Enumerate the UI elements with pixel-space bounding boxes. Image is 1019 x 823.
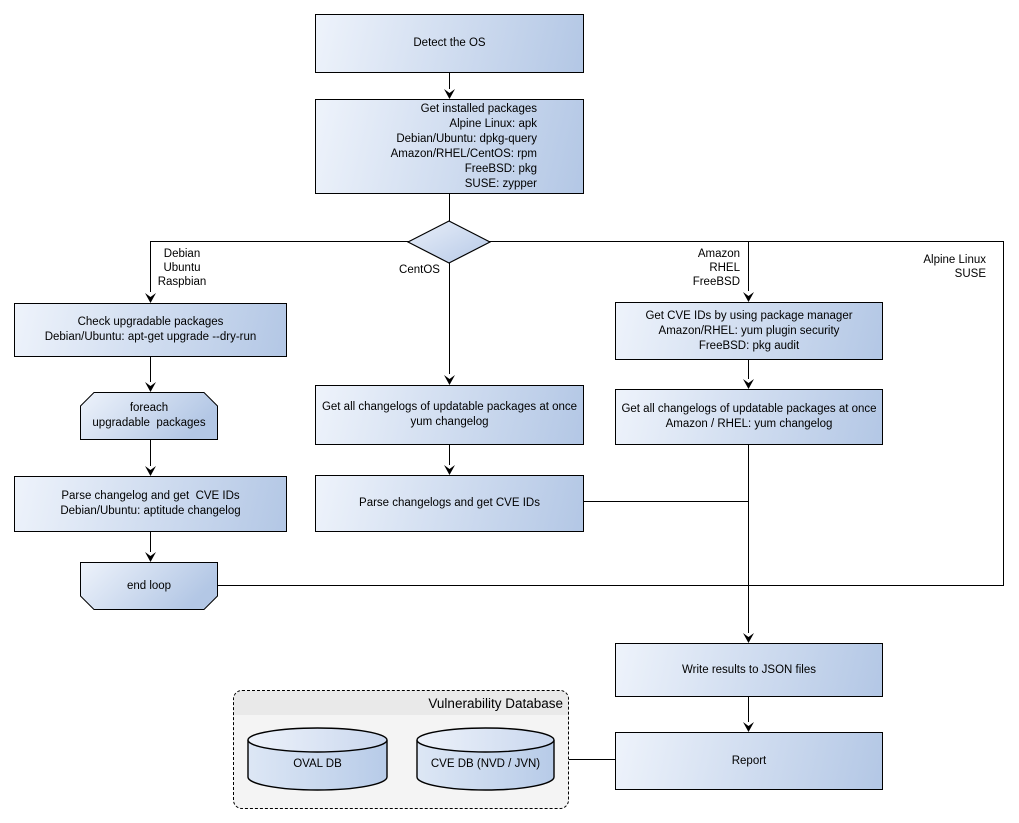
edge-cveids-to-changelogs <box>748 358 749 379</box>
edge-endloop-to-join <box>218 585 1004 586</box>
edge-parse-to-endloop <box>150 530 151 552</box>
edge-check-to-foreach <box>150 355 151 382</box>
edge-label-amazon-branch: Amazon RHEL FreeBSD <box>692 248 740 288</box>
arrowhead-down-icon <box>743 379 754 389</box>
loop-begin-shape <box>80 392 218 440</box>
node-parse-changelog-debian: Parse changelog and get CVE IDs Debian/U… <box>14 476 287 532</box>
node-get-changelogs-amazon: Get all changelogs of updatable packages… <box>615 389 883 445</box>
node-label: foreach upgradable packages <box>92 402 206 429</box>
edge-label-centos-branch: CentOS <box>399 264 440 276</box>
database-cylinder-shape <box>247 727 388 791</box>
edge-decision-right <box>489 241 1004 242</box>
arrowhead-down-icon <box>444 465 455 475</box>
edge-debian-branch <box>150 241 151 292</box>
node-label: Check upgradable packages Debian/Ubuntu:… <box>44 316 257 343</box>
node-label: Get all changelogs of updatable packages… <box>621 403 877 430</box>
cylinder-label: CVE DB (NVD / JVN) <box>430 758 541 770</box>
edge-writejson-to-report <box>748 695 749 722</box>
node-get-installed-packages: Get installed packages Alpine Linux: apk… <box>315 99 584 194</box>
edge-parse-centos-to-join <box>582 501 749 502</box>
edge-db-to-report <box>568 759 615 760</box>
node-foreach-loop: foreach upgradable packages <box>80 392 218 440</box>
node-get-cve-ids-package-manager: Get CVE IDs by using package manager Ama… <box>615 302 883 360</box>
node-label: Get all changelogs of updatable packages… <box>321 401 578 428</box>
node-write-results-json: Write results to JSON files <box>615 643 883 697</box>
arrowhead-down-icon <box>743 722 754 732</box>
diamond-shape <box>406 220 492 264</box>
cylinder-label: OVAL DB <box>293 758 342 770</box>
edge-changelogs-to-parse-centos <box>449 443 450 465</box>
arrowhead-down-icon <box>743 633 754 643</box>
node-parse-changelogs-centos: Parse changelogs and get CVE IDs <box>315 475 584 532</box>
node-label: Get CVE IDs by using package manager Ama… <box>645 309 853 352</box>
node-label: end loop <box>126 579 172 592</box>
edge-foreach-to-parse <box>150 440 151 466</box>
arrowhead-down-icon <box>145 466 156 476</box>
cylinder-cve-db: CVE DB (NVD / JVN) <box>416 727 555 791</box>
database-cylinder-shape <box>416 727 555 791</box>
arrowhead-down-icon <box>145 293 156 303</box>
arrowhead-down-icon <box>743 292 754 302</box>
decision-diamond <box>406 220 492 264</box>
node-label: Report <box>731 754 767 767</box>
vulnerability-database-title: Vulnerability Database <box>234 691 568 715</box>
node-detect-os: Detect the OS <box>315 14 584 73</box>
node-label: Get installed packages Alpine Linux: apk… <box>390 102 537 190</box>
node-report: Report <box>615 732 883 790</box>
arrowhead-down-icon <box>444 375 455 385</box>
cylinder-oval-db: OVAL DB <box>247 727 388 791</box>
edge-alpine-branch <box>1003 241 1004 586</box>
node-label: Detect the OS <box>413 37 486 49</box>
edge-join-to-writejson <box>748 443 749 633</box>
edge-label-debian-branch: Debian Ubuntu Raspbian <box>157 248 207 288</box>
arrowhead-down-icon <box>444 89 455 99</box>
edge-installed-to-decision <box>449 192 450 222</box>
loop-end-shape <box>80 562 218 610</box>
node-label: Parse changelogs and get CVE IDs <box>359 497 540 509</box>
edge-label-alpine-branch: Alpine Linux SUSE <box>923 254 986 280</box>
node-end-loop: end loop <box>80 562 218 610</box>
arrowhead-down-icon <box>145 382 156 392</box>
arrowhead-down-icon <box>145 552 156 562</box>
node-check-upgradable-packages: Check upgradable packages Debian/Ubuntu:… <box>14 303 287 357</box>
node-get-changelogs-centos: Get all changelogs of updatable packages… <box>315 385 584 445</box>
edge-amazon-branch <box>748 241 749 291</box>
node-label: Write results to JSON files <box>682 663 816 676</box>
node-label: Parse changelog and get CVE IDs Debian/U… <box>60 490 241 517</box>
edge-detect-to-installed <box>449 71 450 89</box>
edge-decision-left <box>150 241 409 242</box>
edge-centos-branch <box>449 262 450 374</box>
